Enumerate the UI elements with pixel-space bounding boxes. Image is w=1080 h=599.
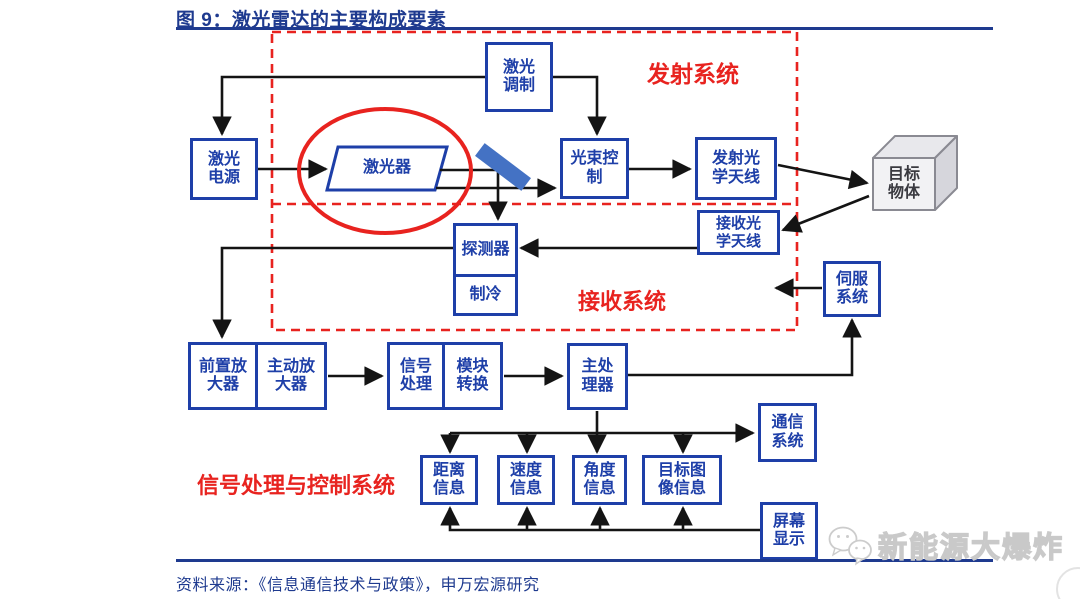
source-rule: [176, 559, 993, 562]
node-preamp: 前置放 大器: [188, 342, 258, 410]
arrow-modulation-to-power: [212, 75, 485, 136]
node-screen: 屏幕 显示: [760, 502, 818, 560]
node-beam-control: 光束控 制: [560, 138, 629, 199]
target-cube: [872, 135, 958, 211]
transmit-system-label: 发射系统: [647, 61, 739, 87]
receive-system-label: 接收系统: [578, 289, 667, 314]
figure-title: 图 9：激光雷达的主要构成要素: [176, 10, 447, 31]
node-module-conv: 模块 转换: [442, 342, 503, 410]
arrow-modulation-to-beamcontrol: [553, 75, 607, 136]
cube-front-face: [872, 157, 936, 211]
node-main-proc: 主处 理器: [567, 343, 628, 410]
node-distance-info: 距离 信息: [420, 455, 478, 505]
watermark-text: 新能源大爆炸: [877, 531, 1065, 564]
faint-circle-decoration: [1056, 567, 1080, 599]
node-speed-info: 速度 信息: [497, 455, 555, 505]
node-angle-info: 角度 信息: [572, 455, 627, 505]
arrow-target-to-rxantenna: [781, 194, 870, 233]
watermark: 新能源大爆炸: [826, 524, 1064, 566]
mirror-shape: [475, 143, 531, 191]
node-comm: 通信 系统: [758, 403, 817, 462]
chat-bubbles-icon: [828, 526, 872, 566]
node-signal-proc: 信号 处理: [387, 342, 445, 410]
node-cooling: 制冷: [453, 274, 518, 316]
node-active-amp: 主动放 大器: [255, 342, 327, 410]
node-laser-modulation: 激光 调制: [485, 42, 553, 112]
region-outlines: [270, 30, 799, 332]
node-laser-label: 激光器: [362, 158, 411, 176]
title-rule: [176, 27, 993, 30]
laser-parallelogram: [325, 145, 449, 192]
arrow-mainproc-to-servo: [628, 318, 862, 377]
arrow-detector-to-preamp: [212, 246, 453, 339]
node-target-label: 目标 物体: [887, 165, 920, 201]
arrow-screen-to-distance: [440, 506, 760, 532]
signal-control-system-label: 信号处理与控制系统: [197, 473, 396, 498]
node-servo: 伺服 系统: [823, 261, 881, 317]
source-note: 资料来源：《信息通信技术与政策》，申万宏源研究: [176, 577, 540, 594]
node-laser-power: 激光 电源: [190, 138, 258, 200]
transmit-receive-region-box: [270, 30, 799, 332]
node-receive-antenna: 接收光 学天线: [697, 210, 780, 255]
flow-lines: [212, 75, 870, 532]
node-transmit-antenna: 发射光 学天线: [695, 137, 777, 200]
node-target-image-info: 目标图 像信息: [642, 455, 722, 505]
highlight-ellipse: [297, 107, 473, 235]
arrow-txantenna-to-target: [777, 163, 869, 190]
node-detector: 探测器: [453, 223, 518, 277]
